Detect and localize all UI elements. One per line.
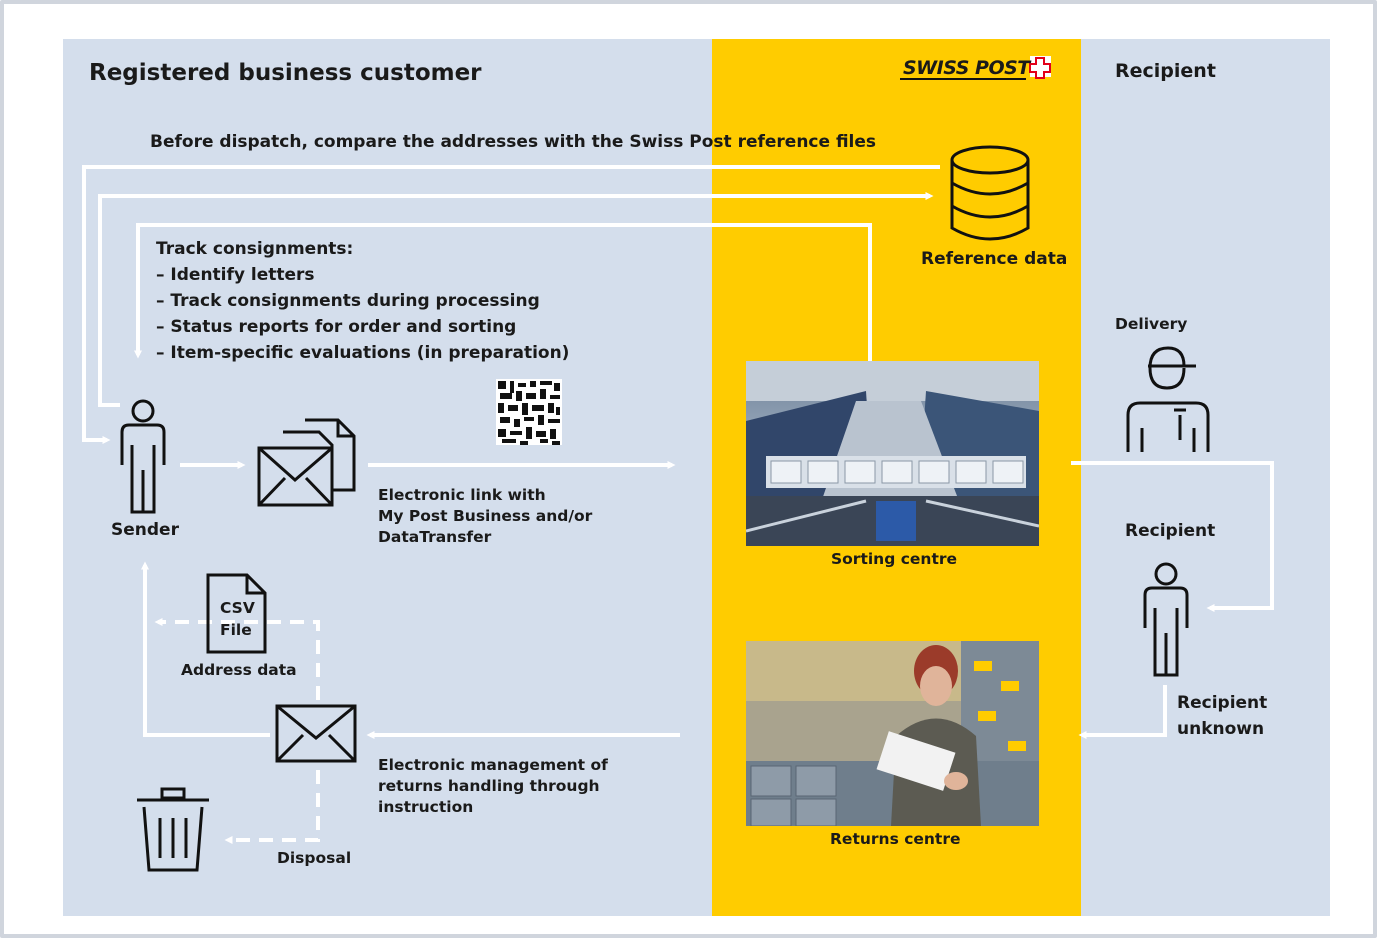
sender-label: Sender (111, 520, 179, 540)
electronic-link-label: Electronic link with My Post Business an… (378, 486, 593, 546)
swiss-cross-icon (900, 56, 1051, 80)
panel-business-customer (63, 39, 712, 916)
returns-centre-label: Returns centre (830, 830, 961, 848)
header-business-customer: Registered business customer (89, 60, 482, 86)
delivery-label: Delivery (1115, 315, 1188, 333)
sorting-centre-photo (746, 361, 1039, 546)
track-item: – Status reports for order and sorting (156, 317, 517, 337)
track-item: – Track consignments during processing (156, 291, 540, 311)
postman-icon (1126, 346, 1210, 452)
csv-text: CSV (220, 599, 255, 617)
person-icon (120, 399, 166, 514)
arrow-tracking (134, 223, 872, 361)
address-data-label: Address data (181, 661, 297, 679)
person-icon (1143, 562, 1189, 677)
arrow-delivery (1071, 461, 1274, 612)
database-icon (950, 145, 1030, 241)
arrow-recipient-unknown (1078, 685, 1167, 739)
recipient-unknown-label: Recipient unknown (1177, 693, 1268, 739)
reference-data-label: Reference data (921, 249, 1068, 269)
swiss-post-logo: SWISS POST (903, 57, 1030, 79)
arrow-compare-outer (82, 165, 940, 444)
returns-mgmt-label: Electronic management of returns handlin… (378, 756, 608, 816)
arrow-return-to-sender (141, 561, 270, 737)
arrow-compare-inner (98, 192, 934, 407)
disposal-label: Disposal (277, 849, 352, 867)
recipient-label: Recipient (1125, 521, 1216, 541)
trash-icon (137, 787, 209, 872)
qr-code-icon (496, 379, 562, 445)
track-item: – Identify letters (156, 265, 315, 285)
arrow-disposal (224, 770, 320, 844)
arrow-address-data (154, 618, 320, 700)
envelope-icon (257, 418, 356, 507)
header-recipient: Recipient (1115, 60, 1216, 82)
csv-file-icon (206, 573, 267, 654)
sorting-centre-label: Sorting centre (831, 550, 958, 568)
envelope-icon (275, 704, 357, 763)
track-item: – Item-specific evaluations (in preparat… (156, 343, 570, 363)
returns-centre-photo (746, 641, 1039, 826)
csv-text: File (220, 621, 252, 639)
track-title: Track consignments: (156, 239, 354, 259)
panel-recipient (1081, 39, 1330, 916)
compare-note: Before dispatch, compare the addresses w… (150, 132, 877, 152)
